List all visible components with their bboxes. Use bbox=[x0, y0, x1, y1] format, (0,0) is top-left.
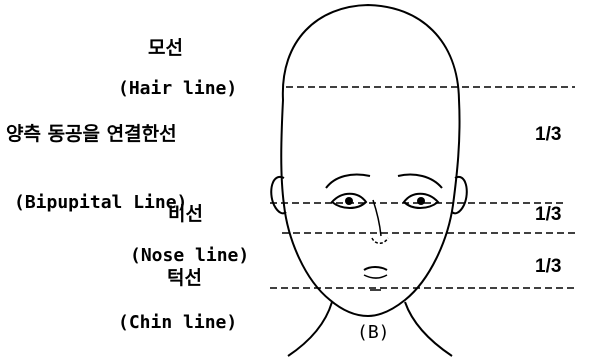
mouth-upper bbox=[363, 266, 388, 271]
chin-line-label-korean: 턱선 bbox=[167, 267, 202, 289]
mouth-lower bbox=[363, 274, 388, 279]
left-eyebrow bbox=[325, 173, 371, 189]
left-ear bbox=[270, 175, 287, 215]
lower-third-fraction: 1/3 bbox=[535, 256, 562, 277]
neck-right bbox=[404, 301, 453, 357]
figure-caption: (B) bbox=[357, 322, 390, 343]
right-pupil bbox=[417, 197, 425, 205]
right-eyebrow bbox=[397, 173, 443, 189]
hair-line-label-korean: 모선 bbox=[148, 37, 183, 59]
nose-tip bbox=[371, 237, 389, 244]
upper-third-fraction: 1/3 bbox=[535, 124, 562, 145]
right-ear bbox=[451, 175, 468, 215]
left-eye bbox=[330, 192, 368, 209]
neck-left bbox=[287, 301, 333, 357]
head-outline bbox=[280, 3, 461, 318]
chin-line-label-english: (Chin line) bbox=[118, 312, 238, 333]
hair-line-label-english: (Hair line) bbox=[118, 78, 238, 99]
middle-third-fraction: 1/3 bbox=[535, 204, 562, 225]
nose-bridge bbox=[372, 199, 382, 237]
nose-line-label-english: (Nose line) bbox=[130, 245, 250, 266]
bipupital-line-label-korean: 양측 동공을 연결한선 bbox=[6, 123, 177, 145]
nose-line-label-korean: 비선 bbox=[168, 203, 203, 225]
left-pupil bbox=[345, 197, 353, 205]
right-eye bbox=[402, 192, 440, 209]
bipupital-line-label-english: (Bipupital Line) bbox=[14, 192, 188, 213]
